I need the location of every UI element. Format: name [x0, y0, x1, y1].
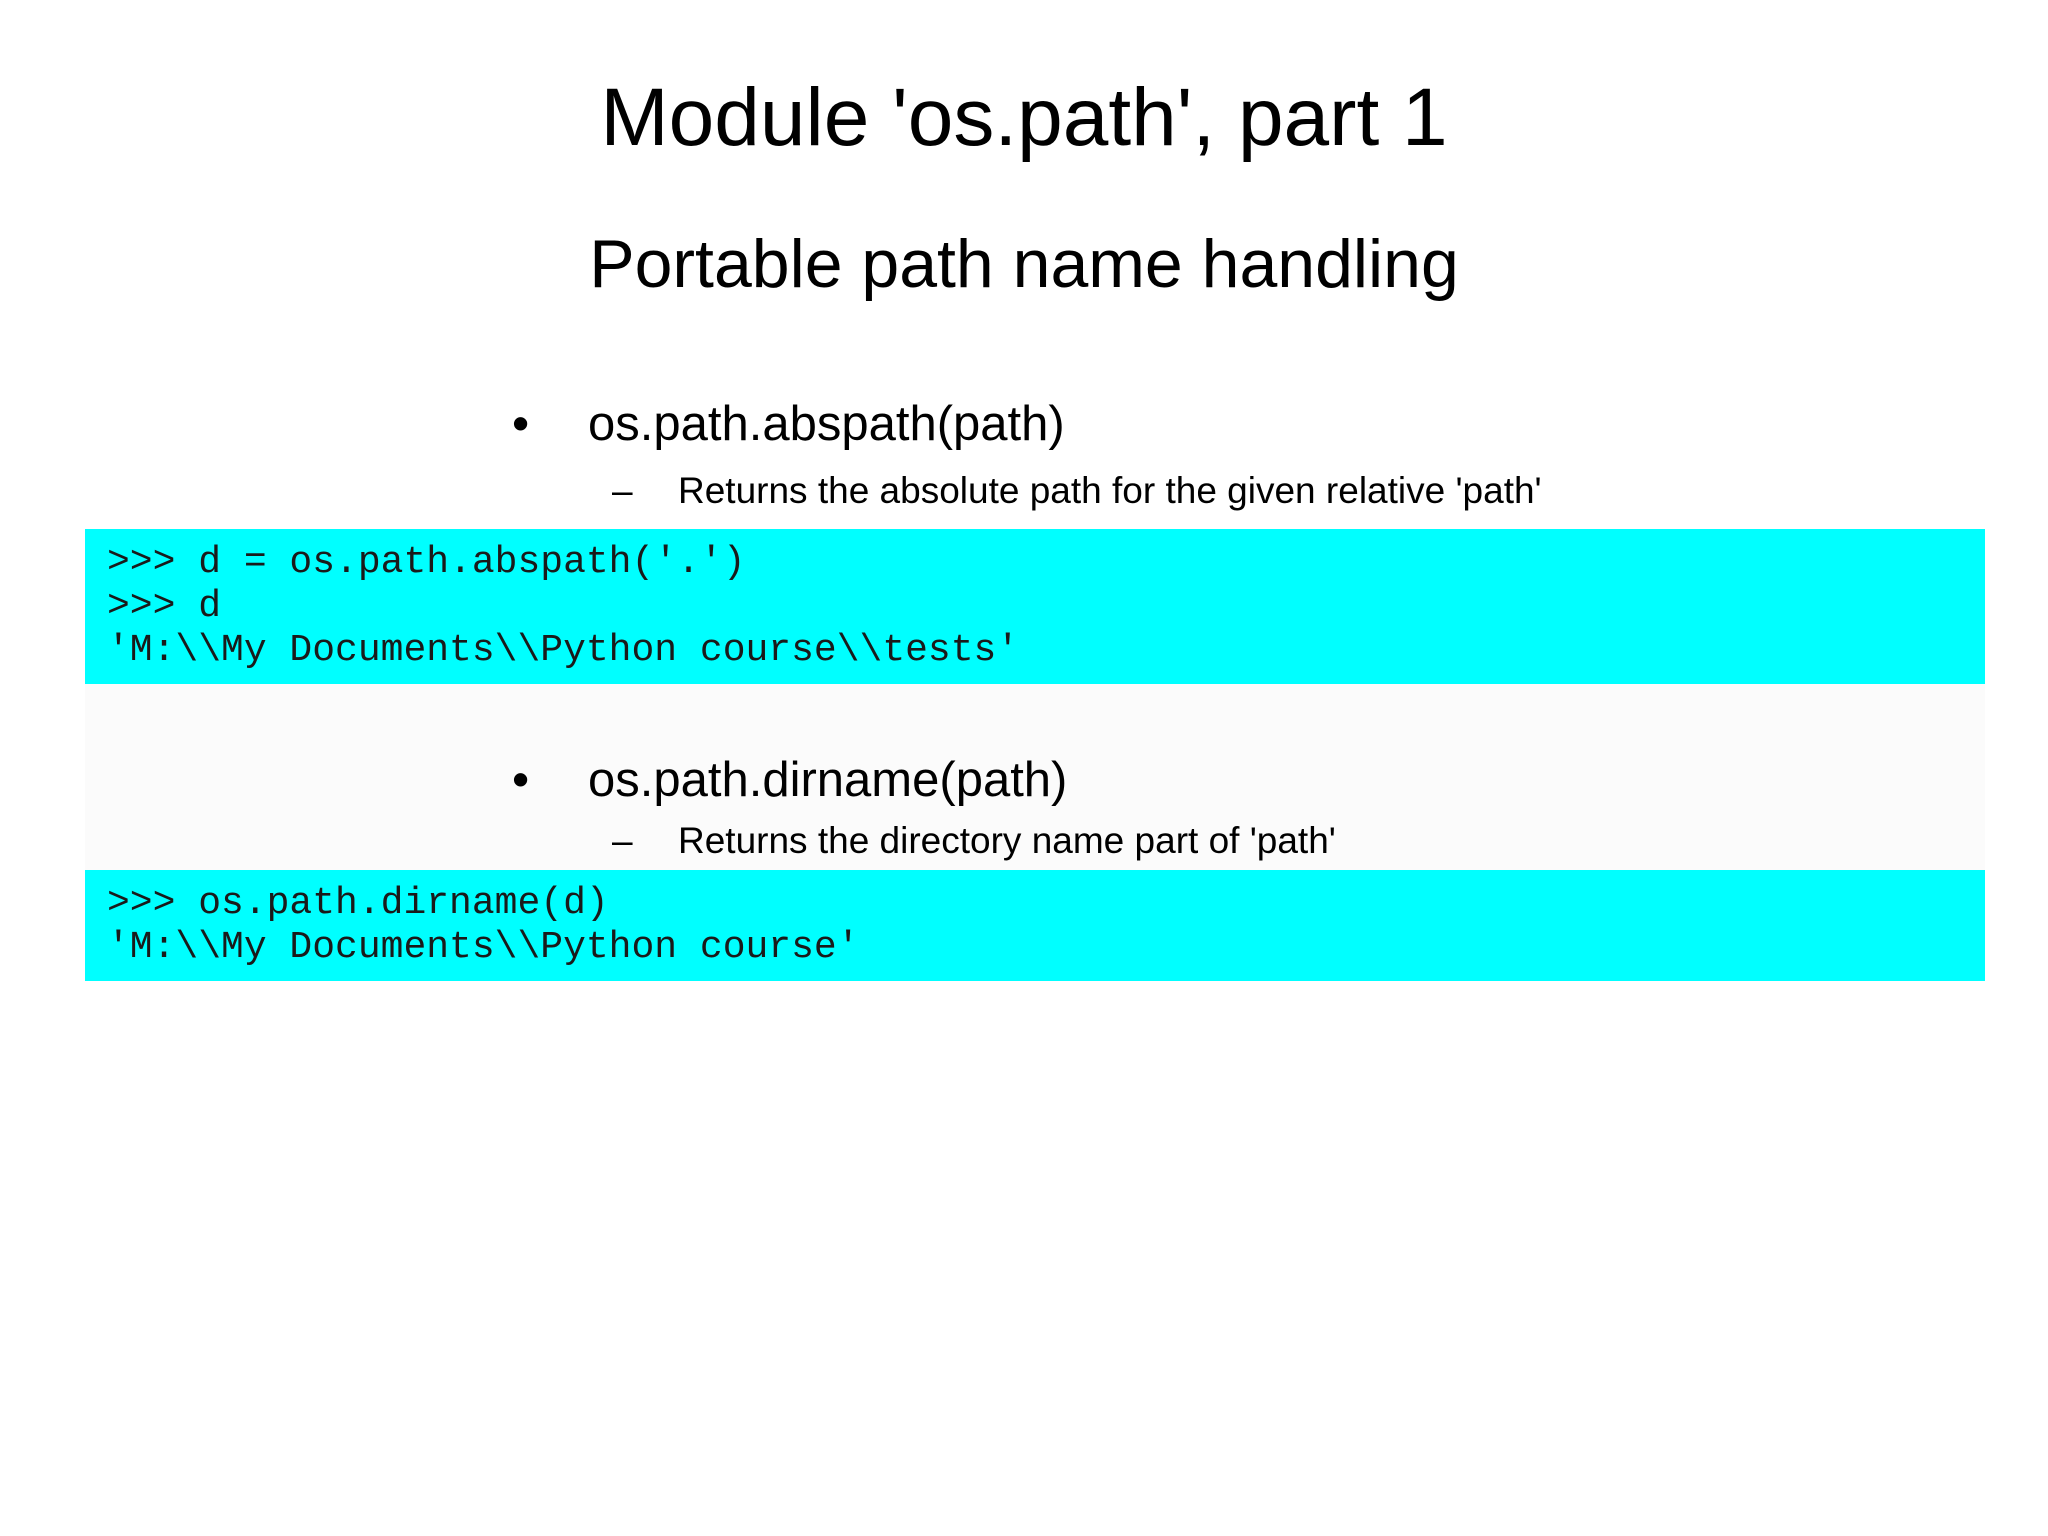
bullet-dot: •	[512, 397, 530, 451]
code-block-abspath: >>> d = os.path.abspath('.') >>> d 'M:\\…	[85, 529, 1985, 684]
sub-bullet-text: Returns the absolute path for the given …	[678, 470, 1542, 511]
bullet-dot: •	[512, 753, 530, 807]
section-gap-band	[85, 684, 1985, 870]
sub-bullet-dash: –	[612, 470, 633, 511]
slide-title: Module 'os.path', part 1	[600, 72, 1448, 163]
code-block-dirname: >>> os.path.dirname(d) 'M:\\My Documents…	[85, 870, 1985, 981]
sub-bullet-dash: –	[612, 820, 633, 861]
sub-bullet-text: Returns the directory name part of 'path…	[678, 820, 1336, 861]
code-line: 'M:\\My Documents\\Python course'	[107, 926, 860, 969]
bullet-text: os.path.abspath(path)	[588, 397, 1065, 451]
bullet-text: os.path.dirname(path)	[588, 753, 1068, 807]
slide-subtitle: Portable path name handling	[589, 226, 1459, 302]
code-line: >>> d	[107, 585, 222, 628]
code-line: >>> os.path.dirname(d)	[107, 882, 609, 925]
code-line: 'M:\\My Documents\\Python course\\tests'	[107, 629, 1020, 672]
code-line: >>> d = os.path.abspath('.')	[107, 541, 746, 584]
